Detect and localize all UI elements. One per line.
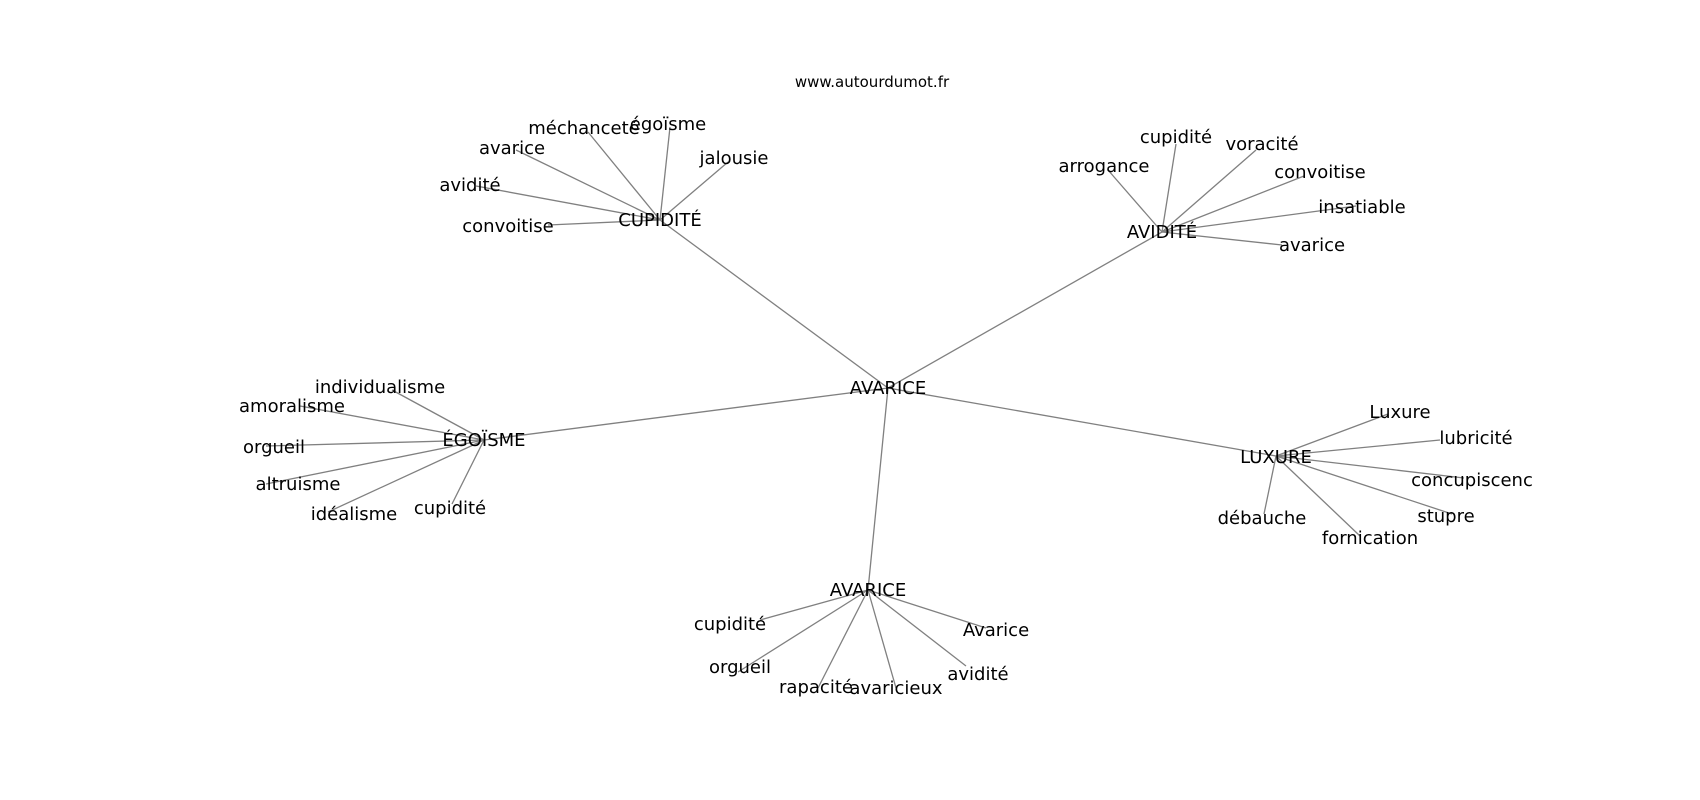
center-node-label[interactable]: AVARICE	[850, 378, 926, 399]
site-url: www.autourdumot.fr	[794, 73, 950, 91]
edge-luxure-leaf-5	[1263, 455, 1277, 515]
edge-avarice2-leaf-4	[867, 589, 967, 667]
edge-center-luxure	[887, 387, 1277, 457]
edge-center-egoisme	[483, 387, 889, 441]
leaf-node-egoisme-1[interactable]: amoralisme	[239, 396, 345, 417]
labels-layer: AVARICECUPIDITÉconvoitiseaviditéavaricem…	[239, 114, 1533, 699]
edge-avarice2-leaf-2	[817, 589, 869, 689]
edge-cupidite-leaf-1	[475, 185, 661, 221]
leaf-node-luxure-5[interactable]: débauche	[1218, 508, 1307, 529]
edge-cupidite-leaf-2	[515, 149, 661, 221]
edge-egoisme-leaf-3	[265, 439, 485, 485]
edge-avarice2-leaf-0	[759, 589, 869, 621]
hub-node-cupidite[interactable]: CUPIDITÉ	[618, 209, 701, 231]
leaf-node-avarice2-0[interactable]: cupidité	[694, 614, 766, 635]
edge-luxure-leaf-2	[1275, 455, 1465, 479]
leaf-node-avarice2-1[interactable]: orgueil	[709, 657, 771, 678]
leaf-node-avidite-3[interactable]: convoitise	[1274, 162, 1366, 183]
edge-luxure-leaf-4	[1275, 455, 1361, 537]
leaf-node-luxure-2[interactable]: concupiscenc	[1411, 470, 1533, 491]
edge-avidite-leaf-0	[1107, 169, 1163, 233]
edge-center-avarice2	[867, 387, 889, 591]
leaf-node-cupidite-1[interactable]: avidité	[439, 175, 500, 196]
edge-luxure-leaf-3	[1275, 455, 1453, 515]
hub-node-luxure[interactable]: LUXURE	[1240, 447, 1312, 468]
edge-cupidite-leaf-5	[659, 161, 729, 221]
edge-avidite-leaf-3	[1161, 175, 1305, 233]
edge-egoisme-leaf-5	[451, 439, 485, 505]
leaf-node-luxure-1[interactable]: lubricité	[1439, 428, 1512, 449]
leaf-node-avarice2-3[interactable]: avaricieux	[849, 678, 942, 699]
edge-egoisme-leaf-4	[327, 439, 485, 513]
leaf-node-cupidite-5[interactable]: jalousie	[699, 148, 769, 169]
edge-egoisme-leaf-2	[265, 439, 485, 447]
leaf-node-egoisme-0[interactable]: individualisme	[315, 377, 445, 398]
edge-luxure-leaf-0	[1275, 413, 1389, 457]
leaf-node-avidite-1[interactable]: cupidité	[1140, 127, 1212, 148]
edge-egoisme-leaf-1	[299, 405, 485, 441]
leaf-node-avidite-0[interactable]: arrogance	[1059, 156, 1150, 177]
edge-avarice2-leaf-3	[867, 589, 897, 689]
leaf-node-luxure-4[interactable]: fornication	[1322, 528, 1418, 549]
edge-avidite-leaf-1	[1161, 143, 1177, 233]
leaf-node-avarice2-4[interactable]: avidité	[947, 664, 1008, 685]
leaf-node-luxure-0[interactable]: Luxure	[1369, 402, 1430, 423]
leaf-node-egoisme-3[interactable]: altruisme	[256, 474, 341, 495]
leaf-node-cupidite-4[interactable]: égoïsme	[630, 114, 707, 135]
edge-avidite-leaf-5	[1161, 231, 1283, 246]
leaf-node-cupidite-3[interactable]: méchanceté	[528, 118, 639, 139]
edge-egoisme-leaf-0	[391, 389, 485, 441]
edge-avarice2-leaf-1	[737, 589, 869, 673]
leaf-node-cupidite-0[interactable]: convoitise	[462, 216, 554, 237]
hub-node-avarice2[interactable]: AVARICE	[830, 580, 906, 601]
leaf-node-egoisme-5[interactable]: cupidité	[414, 498, 486, 519]
edge-avidite-leaf-4	[1161, 205, 1357, 233]
leaf-node-avidite-5[interactable]: avarice	[1279, 235, 1345, 256]
leaf-node-avarice2-5[interactable]: Avarice	[963, 620, 1029, 641]
leaf-node-avidite-2[interactable]: voracité	[1225, 134, 1298, 155]
leaf-node-egoisme-2[interactable]: orgueil	[243, 437, 305, 458]
edge-center-cupidite	[659, 219, 889, 389]
hub-node-egoisme[interactable]: ÉGOÏSME	[442, 429, 525, 451]
leaf-node-luxure-3[interactable]: stupre	[1417, 506, 1474, 527]
edge-avidite-leaf-2	[1161, 149, 1257, 233]
hub-node-avidite[interactable]: AVIDITÉ	[1127, 221, 1197, 243]
leaf-node-avidite-4[interactable]: insatiable	[1318, 197, 1405, 218]
leaf-node-avarice2-2[interactable]: rapacité	[779, 677, 853, 698]
edges-layer	[265, 126, 1465, 689]
edge-cupidite-leaf-4	[659, 126, 671, 221]
edge-center-avidite	[887, 231, 1163, 389]
leaf-node-cupidite-2[interactable]: avarice	[479, 138, 545, 159]
edge-luxure-leaf-1	[1275, 439, 1441, 457]
leaf-node-egoisme-4[interactable]: idéalisme	[311, 504, 398, 525]
edge-cupidite-leaf-0	[547, 219, 661, 226]
edge-cupidite-leaf-3	[587, 131, 661, 221]
edge-avarice2-leaf-5	[867, 589, 987, 629]
